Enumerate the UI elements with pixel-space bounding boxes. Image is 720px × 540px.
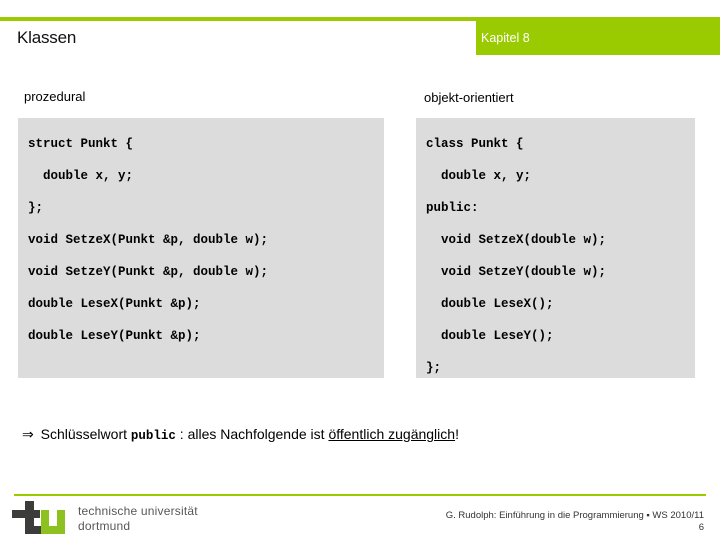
logo-t-foot [25,526,45,534]
footer-credit: G. Rudolph: Einführung in die Programmie… [445,510,704,521]
code-line: void SetzeX(double w); [426,233,607,247]
slide-number: 6 [698,522,704,533]
logo-line-1: technische universität [78,504,198,518]
code-line: void SetzeX(Punkt &p, double w); [28,233,269,247]
code-line: double x, y; [28,169,134,183]
tu-logo-icon [12,501,70,534]
tu-dortmund-logo: technische universität dortmund [12,501,198,534]
code-line: double LeseX(Punkt &p); [28,297,201,311]
logo-u-left [41,510,49,534]
code-line: double LeseX(); [426,297,554,311]
code-line: struct Punkt { [28,137,134,151]
code-line: }; [426,361,442,375]
footer-divider [14,494,706,496]
logo-t-bar [12,510,40,518]
conclusion-text-before: Schlüsselwort [40,426,127,442]
logo-wordmark: technische universität dortmund [78,501,198,534]
conclusion-text-middle: : alles Nachfolgende ist [179,426,325,442]
caption-procedural: prozedural [24,89,86,104]
logo-u-right [57,510,65,534]
conclusion-text-after: ! [455,426,459,442]
conclusion-note: ⇒ Schlüsselwort public : alles Nachfolge… [22,426,459,443]
code-line: double LeseY(Punkt &p); [28,329,201,343]
conclusion-keyword: public [130,429,176,443]
header-title-box: Klassen [0,21,476,55]
logo-u-bottom [41,526,65,534]
conclusion-emphasis: öffentlich zugänglich [328,426,456,442]
code-line: void SetzeY(Punkt &p, double w); [28,265,269,279]
code-panel-object-oriented: class Punkt { double x, y; public: void … [416,118,695,378]
caption-object-oriented: objekt-orientiert [424,90,514,105]
code-line: class Punkt { [426,137,524,151]
code-line: void SetzeY(double w); [426,265,607,279]
slide-header: Klassen Kapitel 8 [0,17,720,55]
page-title: Klassen [17,28,77,47]
code-line: double LeseY(); [426,329,554,343]
code-line: double x, y; [426,169,532,183]
chapter-label: Kapitel 8 [481,31,530,45]
code-line: }; [28,201,44,215]
double-arrow-icon: ⇒ [22,426,34,442]
logo-line-2: dortmund [78,519,131,533]
code-panel-procedural: struct Punkt { double x, y; }; void Setz… [18,118,384,378]
code-line: public: [426,201,479,215]
